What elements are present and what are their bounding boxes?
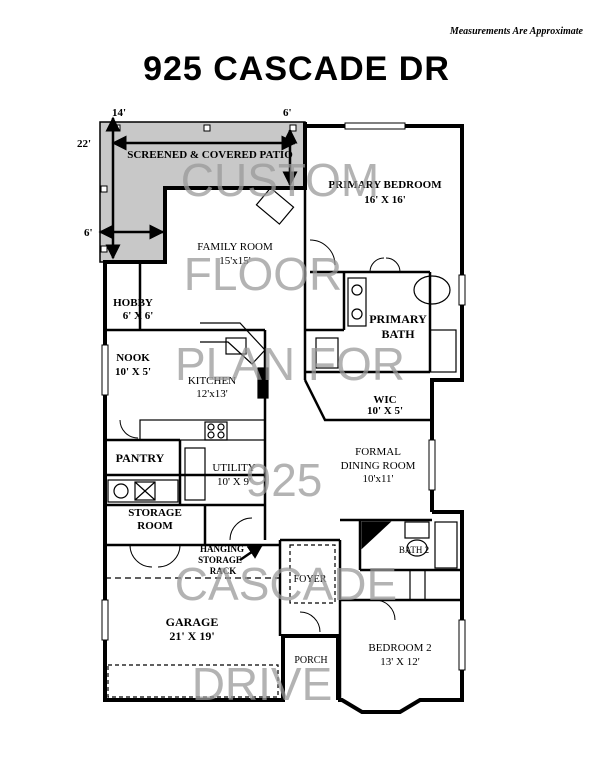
watermark-line: CASCADE — [175, 558, 397, 610]
storage-room-label: STORAGE — [128, 507, 182, 519]
garage-size: 21' X 19' — [169, 629, 214, 643]
hanging-rack-label-3: RACK — [210, 566, 237, 576]
family-room-label: FAMILY ROOM — [197, 241, 273, 253]
patio-post — [100, 245, 108, 253]
hanging-rack-label-2: STORAGE — [198, 555, 242, 565]
hobby-size: 6' X 6' — [123, 310, 154, 322]
measurement-note: Measurements Are Approximate — [449, 26, 583, 37]
exterior-walls — [103, 122, 464, 714]
primary-bath-label-2: BATH — [381, 327, 415, 341]
pantry-label: PANTRY — [116, 451, 165, 465]
dimension-label-width: 14' — [112, 107, 126, 119]
primary-bath-label: PRIMARY — [369, 312, 427, 326]
utility-label: UTILITY — [212, 462, 255, 474]
storage-room-label-2: ROOM — [137, 520, 173, 532]
patio-post — [100, 185, 108, 193]
bedroom2-label: BEDROOM 2 — [368, 642, 431, 654]
windows — [101, 122, 466, 671]
primary-bedroom-size: 16' X 16' — [364, 194, 406, 206]
kitchen-label: KITCHEN — [188, 375, 236, 387]
watermark-line: DRIVE — [192, 658, 333, 710]
garage-label: GARAGE — [166, 615, 219, 629]
watermark-line: PLAN FOR — [175, 338, 405, 390]
patio-label: SCREENED & COVERED PATIO — [127, 149, 293, 161]
porch-label: PORCH — [294, 655, 327, 666]
bath2-label: BATH 2 — [399, 545, 429, 555]
interior-walls — [105, 188, 462, 700]
wic-label: WIC — [373, 394, 396, 406]
fixtures — [105, 187, 458, 698]
dimension-lines — [98, 116, 298, 562]
formal-dining-label: FORMAL — [355, 446, 401, 458]
watermark-line: 925 — [246, 454, 323, 506]
page-title: 925 CASCADE DR — [143, 50, 450, 88]
formal-dining-size: 10'x11' — [362, 473, 393, 485]
bedroom2-size: 13' X 12' — [380, 656, 419, 668]
dimension-label-depth: 22' — [77, 138, 91, 150]
family-room-size: 15'x15' — [219, 255, 250, 267]
hobby-label: HOBBY — [113, 297, 153, 309]
primary-bedroom-label: PRIMARY BEDROOM — [328, 179, 442, 191]
nook-label: NOOK — [116, 352, 150, 364]
patio-post — [113, 124, 121, 132]
hanging-rack-label-1: HANGING — [200, 544, 244, 554]
watermark-line: CUSTOM — [181, 154, 380, 206]
utility-size: 10' X 9' — [217, 476, 251, 488]
patio-post — [203, 124, 211, 132]
door-swings — [119, 239, 401, 633]
wic-size: 10' X 5' — [367, 405, 403, 417]
dimension-label-width-right: 6' — [283, 107, 292, 119]
watermark-line: FLOOR — [184, 248, 342, 300]
kitchen-size: 12'x13' — [196, 388, 227, 400]
nook-size: 10' X 5' — [115, 366, 151, 378]
formal-dining-label-2: DINING ROOM — [341, 460, 416, 472]
foyer-label: FOYER — [294, 574, 327, 585]
dimension-label-depth-bottom: 6' — [84, 227, 93, 239]
